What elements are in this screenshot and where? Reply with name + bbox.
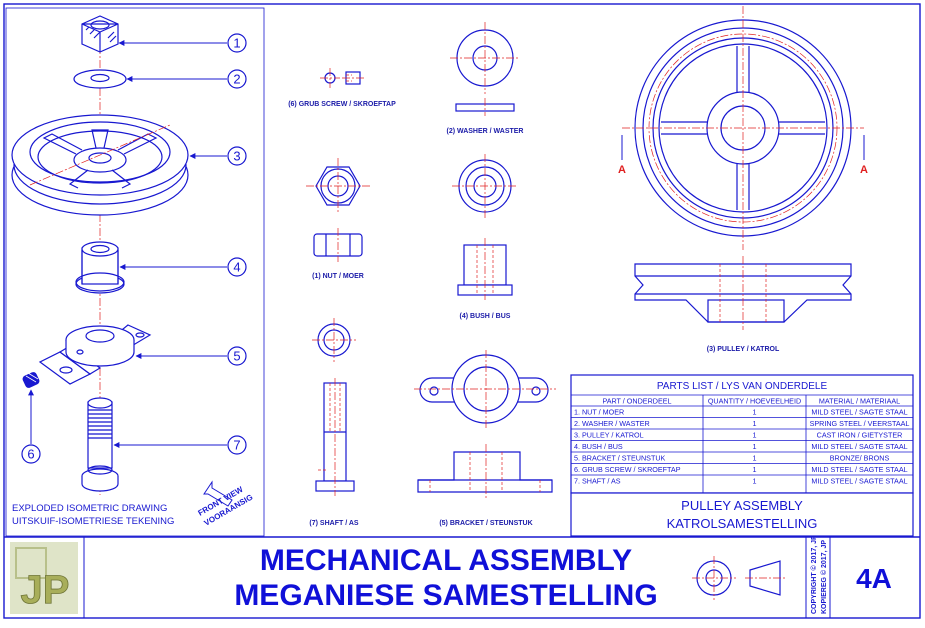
parts-list-cell-material: SPRING STEEL / VEERSTAAL [810, 419, 910, 428]
balloon-6-text: 6 [27, 447, 34, 462]
jp-logo: JP [10, 542, 78, 614]
iso-shaft [81, 397, 119, 492]
label-grub-screw: (6) GRUB SCREW / SKROEFTAP [288, 101, 396, 108]
view-washer: (2) WASHER / WASTER [446, 22, 524, 135]
parts-list-cell-material: MILD STEEL / SAGTE STAAL [811, 408, 907, 417]
parts-list-cell-material: MILD STEEL / SAGTE STAAL [811, 442, 907, 451]
label-bracket: (5) BRACKET / STEUNSTUK [439, 520, 532, 527]
balloon-3: 3 [189, 146, 247, 166]
view-shaft: (7) SHAFT / AS [309, 318, 359, 527]
parts-list-cell-qty: 1 [753, 442, 757, 451]
iso-view-frame [5, 7, 265, 537]
parts-list-cell-part: 2. WASHER / WASTER [574, 419, 650, 428]
view-bush: (4) BUSH / BUS [452, 154, 518, 320]
balloon-6: 6 [21, 389, 41, 464]
balloon-7-text: 7 [233, 438, 240, 453]
parts-list-cell-qty: 1 [753, 431, 757, 440]
balloon-4: 4 [119, 257, 247, 277]
parts-list-cell-material: MILD STEEL / SAGTE STAAL [811, 465, 907, 474]
main-title-en: MECHANICAL ASSEMBLY [260, 544, 632, 577]
parts-list-cell-qty: 1 [753, 454, 757, 463]
parts-list-title: PARTS LIST / LYS VAN ONDERDELE [657, 381, 828, 392]
parts-list-header-qty: QUANTITY / HOEVEELHEID [708, 397, 801, 406]
balloon-2: 2 [126, 69, 247, 89]
iso-bracket [38, 324, 152, 385]
balloon-4-text: 4 [233, 260, 240, 275]
parts-list-header-part: PART / ONDERDEEL [602, 397, 671, 406]
parts-list-cell-part: 1. NUT / MOER [574, 408, 624, 417]
sheet-border [3, 3, 921, 619]
label-shaft: (7) SHAFT / AS [309, 520, 358, 527]
view-grub-screw: (6) GRUB SCREW / SKROEFTAP [288, 68, 396, 108]
main-title-af: MEGANIESE SAMESTELLING [234, 579, 657, 612]
balloon-1-text: 1 [233, 36, 240, 51]
iso-caption-af: UITSKUIF-ISOMETRIESE TEKENING [12, 516, 174, 527]
copyright-af: KOPIEREG © 2017, JP [820, 540, 828, 614]
assembly-title-en: PULLEY ASSEMBLY [681, 498, 803, 513]
view-pulley: A A (3) PULLEY / KATROL [618, 6, 868, 353]
assembly-title-block: PULLEY ASSEMBLY KATROLSAMESTELLING [570, 492, 914, 537]
projection-symbol [692, 556, 786, 600]
iso-bush [75, 241, 125, 294]
parts-list-cell-part: 7. SHAFT / AS [574, 477, 621, 486]
logo-text: JP [21, 568, 70, 612]
section-marker-left: A [618, 164, 626, 176]
parts-list-header-material: MATERIAL / MATERIAAL [819, 397, 900, 406]
parts-list-cell-material: BRONZE/ BRONS [830, 454, 890, 463]
iso-grub-screw [22, 372, 40, 388]
view-bracket: (5) BRACKET / STEUNSTUK [414, 350, 556, 527]
view-nut: (1) NUT / MOER [306, 158, 370, 280]
copyright-en: COPYRIGHT © 2017, JP [810, 535, 818, 614]
parts-list-cell-part: 6. GRUB SCREW / SKROEFTAP [574, 465, 681, 474]
parts-list-cell-part: 5. BRACKET / STEUNSTUK [574, 454, 666, 463]
title-block: JP MECHANICAL ASSEMBLY MEGANIESE SAMESTE… [4, 535, 920, 618]
balloon-1: 1 [118, 33, 247, 53]
parts-list-cell-part: 4. BUSH / BUS [574, 442, 623, 451]
iso-pulley [11, 114, 189, 216]
parts-list: PARTS LIST / LYS VAN ONDERDELE PART / ON… [570, 374, 914, 494]
label-nut: (1) NUT / MOER [312, 273, 364, 280]
assembly-title-af: KATROLSAMESTELLING [667, 516, 818, 531]
label-bush: (4) BUSH / BUS [460, 313, 511, 320]
parts-list-cell-qty: 1 [753, 465, 757, 474]
label-washer: (2) WASHER / WASTER [446, 128, 523, 135]
balloon-5-text: 5 [233, 349, 240, 364]
parts-list-cell-material: MILD STEEL / SAGTE STAAL [811, 477, 907, 486]
balloon-5: 5 [135, 346, 247, 366]
parts-list-cell-qty: 1 [753, 477, 757, 486]
parts-list-cell-part: 3. PULLEY / KATROL [574, 431, 644, 440]
balloon-3-text: 3 [233, 149, 240, 164]
parts-list-cell-material: CAST IRON / GIETYSTER [817, 431, 903, 440]
sheet-number: 4A [856, 563, 892, 594]
iso-nut [81, 15, 119, 53]
front-view-indicator: FRONT VIEW VOORAANSIG [197, 480, 254, 528]
parts-list-cell-qty: 1 [753, 408, 757, 417]
section-marker-right: A [860, 164, 868, 176]
exploded-isometric-drawing: 1 2 3 4 5 6 7 [11, 15, 254, 528]
balloon-2-text: 2 [233, 72, 240, 87]
parts-list-cell-qty: 1 [753, 419, 757, 428]
iso-caption-en: EXPLODED ISOMETRIC DRAWING [12, 503, 167, 514]
label-pulley: (3) PULLEY / KATROL [707, 346, 780, 353]
balloon-7: 7 [113, 435, 247, 455]
iso-washer [73, 69, 127, 89]
